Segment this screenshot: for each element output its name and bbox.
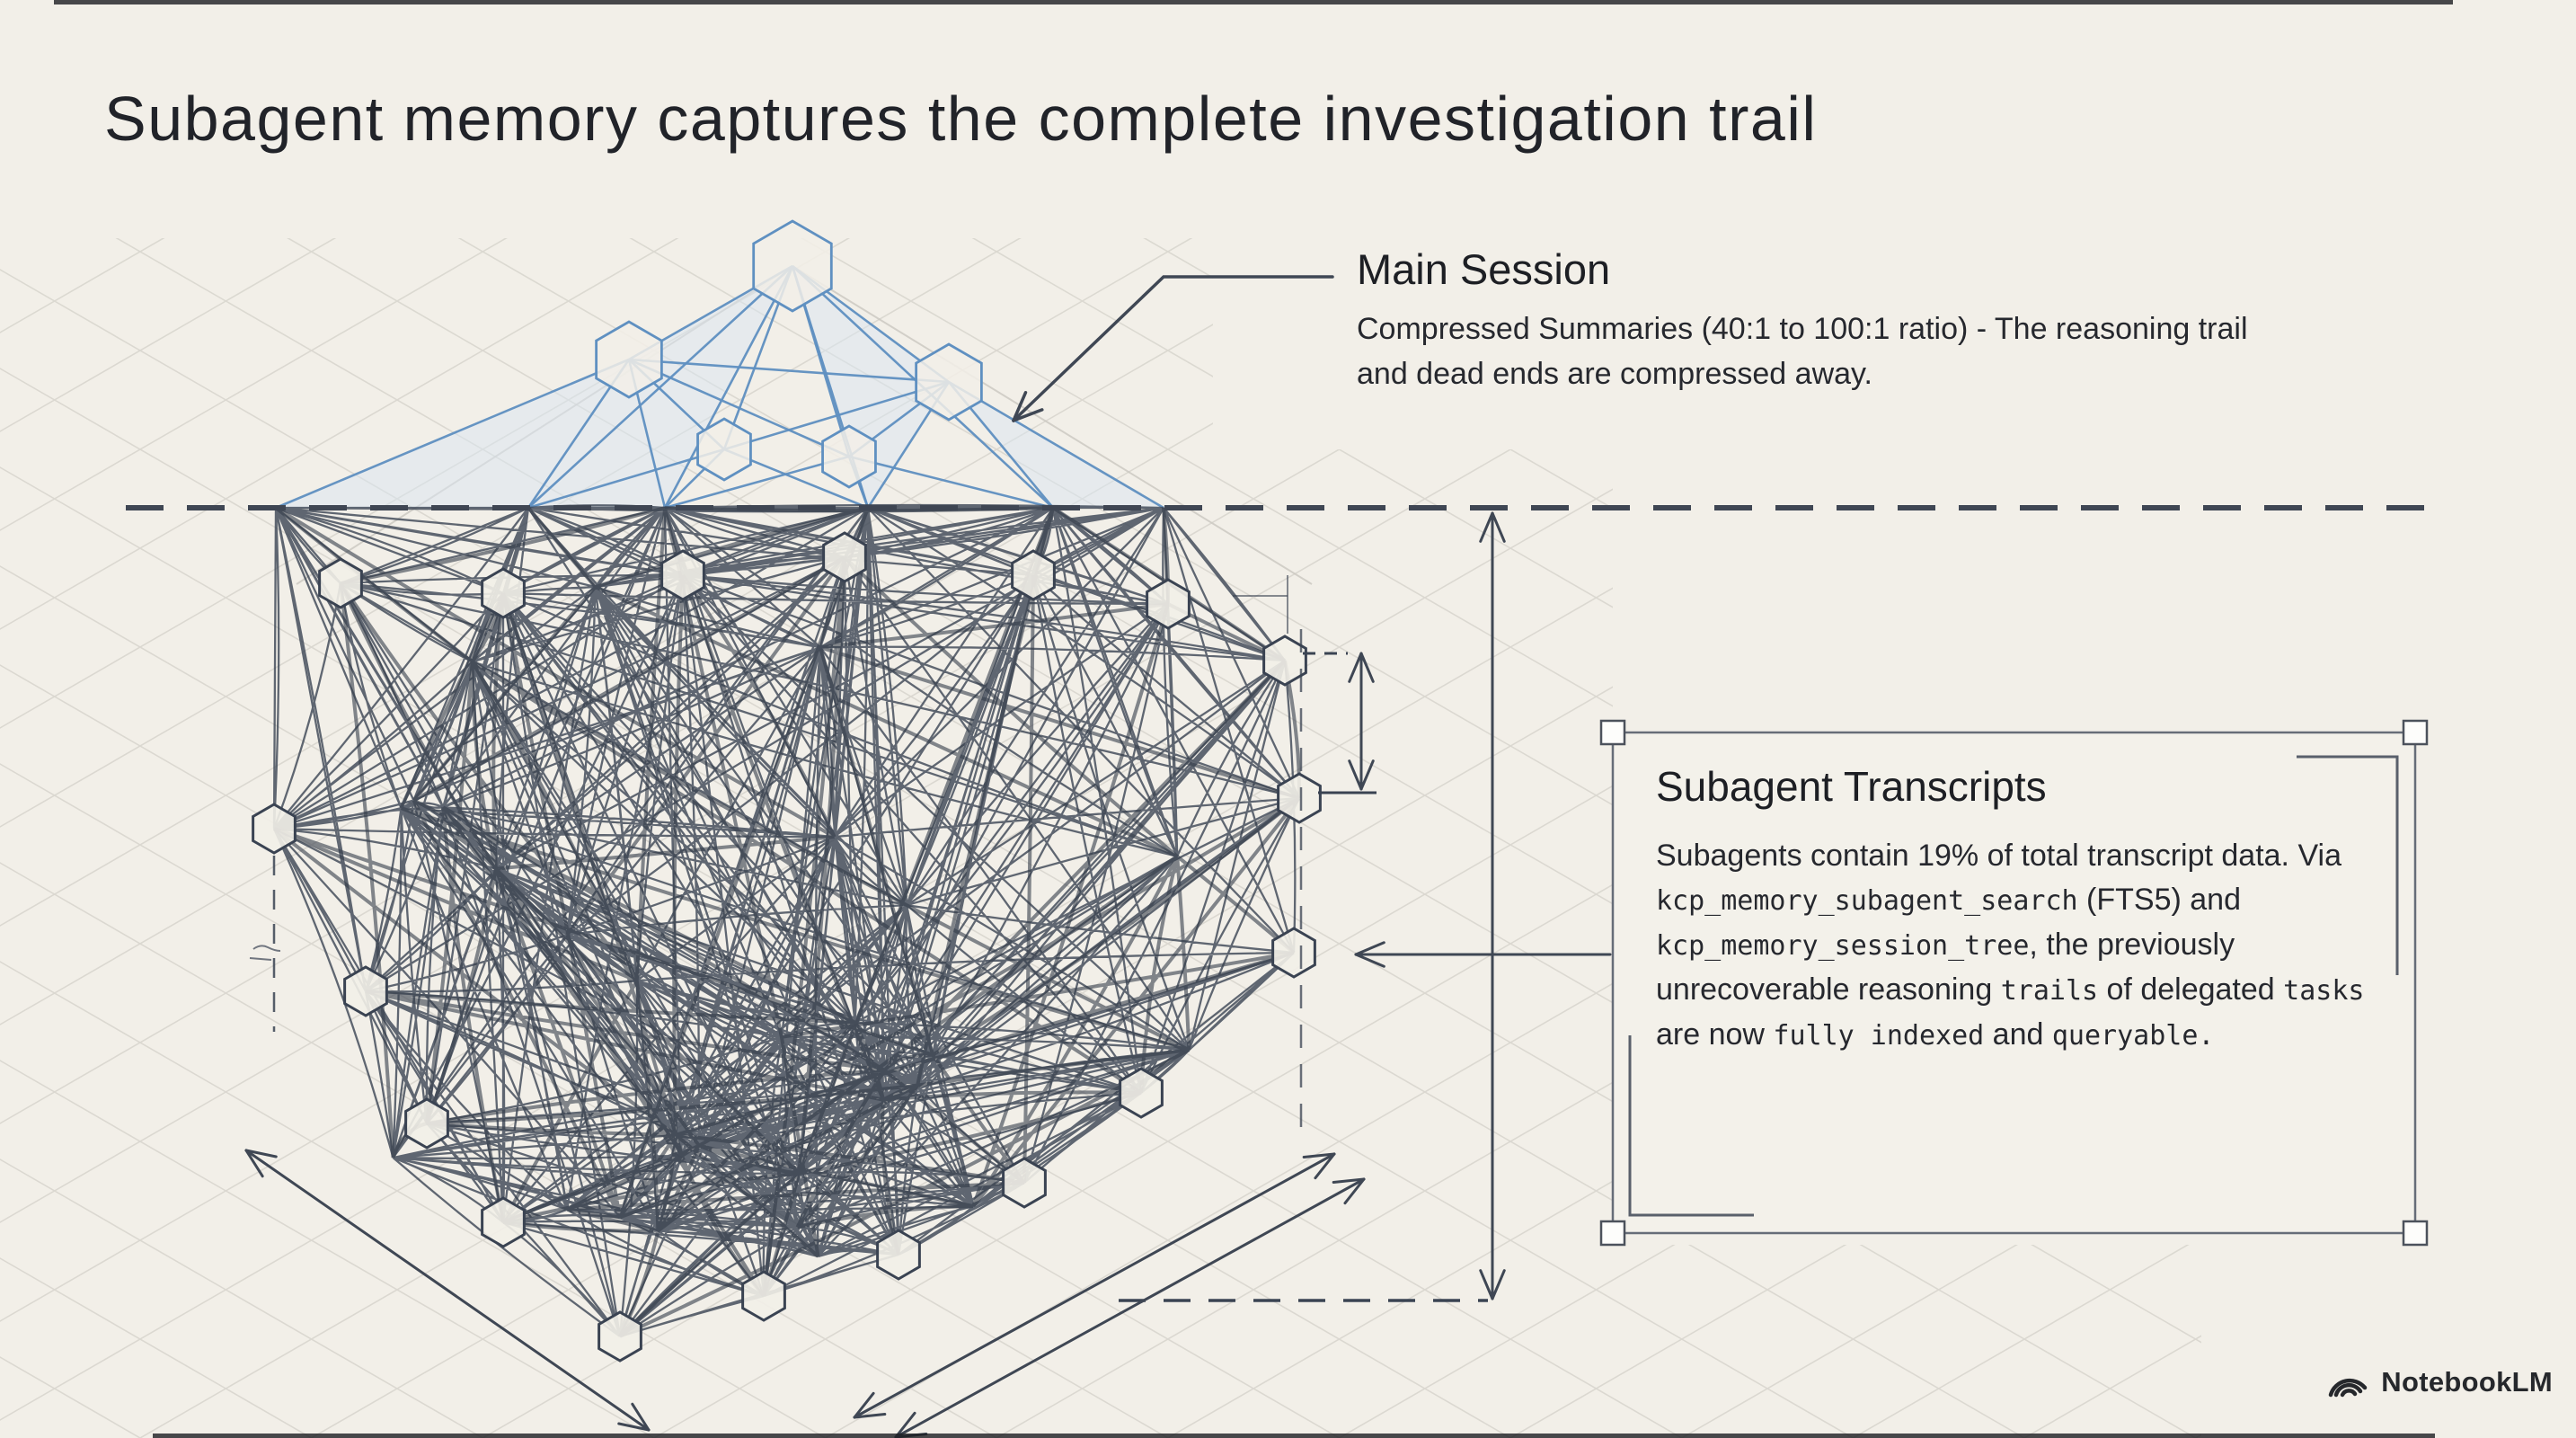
code-token: fully indexed — [1773, 1020, 1985, 1052]
main-session-leader-arrow — [1012, 275, 1334, 422]
subagent-transcripts-annotation: Subagent Transcripts Subagents contain 1… — [1656, 762, 2375, 1058]
dim-bottom-left — [244, 1149, 651, 1432]
body-text: of delegated — [2098, 972, 2284, 1007]
code-token: tasks — [2283, 975, 2365, 1007]
code-token: queryable. — [2051, 1020, 2215, 1052]
main-session-annotation: Main Session Compressed Summaries (40:1 … — [1357, 244, 2489, 396]
code-token: kcp_memory_subagent_search — [1656, 885, 2078, 917]
page-title: Subagent memory captures the complete in… — [104, 84, 1818, 154]
subagent-network — [272, 503, 1302, 1338]
code-token: kcp_memory_session_tree — [1656, 930, 2030, 962]
dim-bottom-right-inner — [853, 1152, 1336, 1419]
selection-handle-bottom-left[interactable] — [1599, 1220, 1626, 1247]
subagent-box-body: Subagents contain 19% of total transcrip… — [1656, 834, 2375, 1058]
code-token: trails — [2000, 975, 2099, 1007]
selection-handle-bottom-right[interactable] — [2402, 1220, 2429, 1247]
bottom-edge-strip — [153, 1434, 2435, 1438]
selection-handle-top-right[interactable] — [2402, 719, 2429, 746]
dim-node-gap — [1348, 652, 1375, 791]
top-edge-strip — [54, 0, 2453, 4]
body-text: Subagents contain 19% of total transcrip… — [1656, 839, 2341, 873]
pointer-to-graph — [1354, 941, 1612, 968]
subagent-transcripts-box[interactable] — [1599, 719, 2429, 1247]
body-text: (FTS5) and — [2077, 883, 2241, 917]
subagent-box-heading: Subagent Transcripts — [1656, 763, 2047, 810]
notebooklm-watermark: NotebookLM — [2325, 1364, 2553, 1400]
corner-bracket-bottom-left — [1628, 1035, 1754, 1217]
network-nodes — [252, 219, 1322, 1363]
body-text: are now — [1656, 1017, 1774, 1052]
main-session-description: Compressed Summaries (40:1 to 100:1 rati… — [1357, 312, 2248, 391]
construction-lines — [249, 575, 1488, 1302]
notebooklm-logo-icon — [2329, 1378, 2368, 1398]
pyramid-guide — [792, 265, 1313, 585]
notebooklm-brand-text: NotebookLM — [2381, 1366, 2553, 1398]
body-text: and — [1984, 1017, 2052, 1052]
body-text: , the previously unrecoverable reasoning — [1656, 928, 2235, 1007]
dim-vertical-span — [1479, 511, 1506, 1300]
main-session-network — [275, 264, 1164, 510]
selection-handle-top-left[interactable] — [1599, 719, 1626, 746]
subagent-box-frame[interactable] — [1611, 731, 2417, 1235]
main-session-heading: Main Session — [1357, 245, 1611, 293]
corner-bracket-top-right — [2297, 755, 2399, 975]
